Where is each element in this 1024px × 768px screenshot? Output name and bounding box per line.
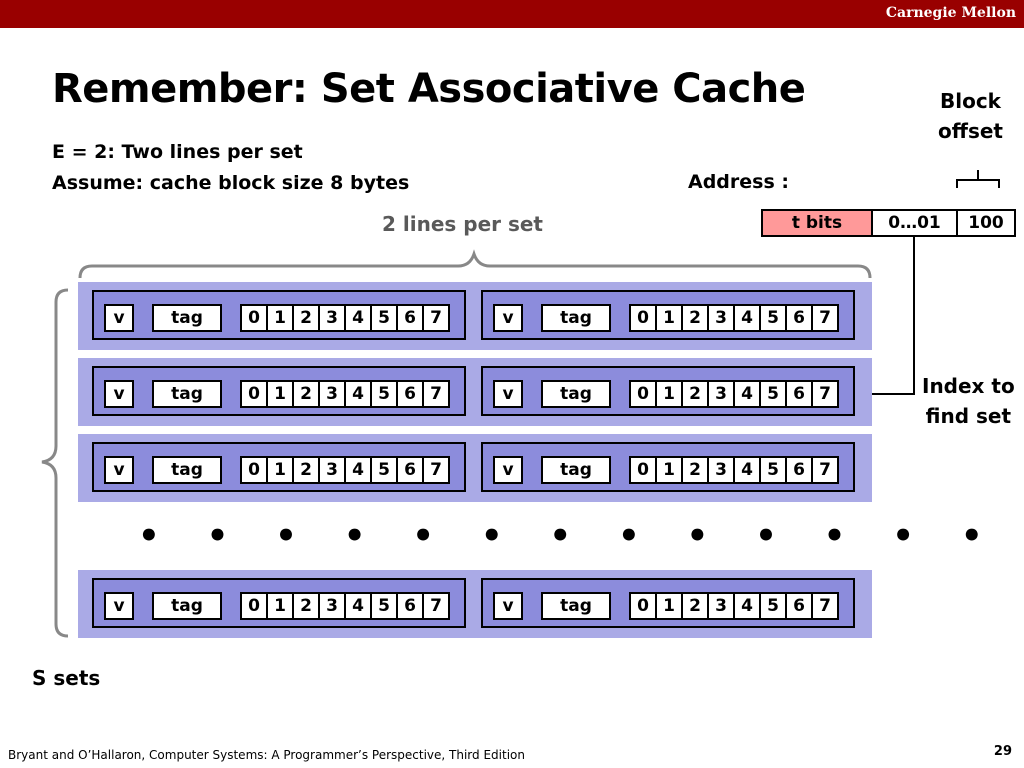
- lines-per-set-label: 2 lines per set: [382, 212, 543, 236]
- tag-cell: tag: [152, 592, 222, 620]
- byte-cell: 6: [785, 592, 813, 620]
- byte-cell: 0: [629, 456, 657, 484]
- byte-cell: 4: [733, 380, 761, 408]
- block-offset-label: Block offset: [938, 86, 1003, 146]
- ellipsis-dots: • • • • • • • • • • • • • • • • • • • • …: [138, 516, 1024, 556]
- byte-cell: 0: [629, 380, 657, 408]
- byte-cell: 7: [422, 456, 450, 484]
- valid-bit-cell: v: [493, 304, 523, 332]
- byte-cell: 5: [370, 592, 398, 620]
- s-sets-brace: [41, 288, 69, 638]
- valid-bit-cell: v: [493, 380, 523, 408]
- subtitle-block-size: Assume: cache block size 8 bytes: [52, 172, 410, 194]
- valid-bit-cell: v: [104, 380, 134, 408]
- byte-cell: 6: [785, 456, 813, 484]
- address-offset-field: 100: [956, 209, 1016, 237]
- byte-cell: 2: [292, 304, 320, 332]
- byte-cell: 7: [422, 380, 450, 408]
- tag-cell: tag: [541, 592, 611, 620]
- brand-label: Carnegie Mellon: [885, 5, 1016, 21]
- byte-cell: 3: [707, 456, 735, 484]
- tag-cell: tag: [541, 380, 611, 408]
- byte-cell: 7: [811, 304, 839, 332]
- header-bar: Carnegie Mellon: [0, 0, 1024, 28]
- byte-cell: 2: [681, 380, 709, 408]
- byte-cell: 5: [370, 380, 398, 408]
- byte-cell: 7: [811, 456, 839, 484]
- subtitle-lines-per-set: E = 2: Two lines per set: [52, 141, 303, 163]
- byte-cell: 5: [759, 592, 787, 620]
- byte-cell: 3: [318, 380, 346, 408]
- tag-cell: tag: [541, 456, 611, 484]
- byte-cell: 5: [759, 380, 787, 408]
- byte-cell: 2: [292, 380, 320, 408]
- byte-cell: 4: [733, 456, 761, 484]
- valid-bit-cell: v: [493, 592, 523, 620]
- valid-bit-cell: v: [104, 456, 134, 484]
- tag-cell: tag: [152, 380, 222, 408]
- block-offset-line-1: Block: [939, 89, 1001, 113]
- byte-cell: 1: [266, 592, 294, 620]
- byte-cell: 1: [655, 304, 683, 332]
- byte-cell: 3: [707, 592, 735, 620]
- byte-cell: 5: [370, 456, 398, 484]
- valid-bit-cell: v: [104, 592, 134, 620]
- address-index-field: 0…01: [871, 209, 958, 237]
- valid-bit-cell: v: [104, 304, 134, 332]
- tag-cell: tag: [152, 456, 222, 484]
- slide-title: Remember: Set Associative Cache: [52, 66, 806, 112]
- byte-cell: 6: [785, 380, 813, 408]
- block-offset-line-2: offset: [938, 119, 1003, 143]
- block-offset-bracket: [956, 170, 1000, 188]
- index-label-line-2: find set: [925, 404, 1012, 428]
- byte-cell: 1: [266, 304, 294, 332]
- byte-cell: 1: [655, 380, 683, 408]
- address-label: Address :: [688, 171, 789, 193]
- byte-cell: 7: [422, 304, 450, 332]
- valid-bit-cell: v: [493, 456, 523, 484]
- index-label-line-1: Index to: [922, 374, 1015, 398]
- byte-cell: 7: [811, 380, 839, 408]
- byte-cell: 4: [344, 592, 372, 620]
- footer-citation: Bryant and O’Hallaron, Computer Systems:…: [8, 748, 525, 762]
- byte-cell: 0: [629, 592, 657, 620]
- byte-cell: 2: [681, 456, 709, 484]
- byte-cell: 7: [811, 592, 839, 620]
- lines-per-set-brace: [78, 249, 872, 279]
- index-label: Index to find set: [922, 371, 1015, 431]
- index-connector: [872, 237, 915, 395]
- s-sets-label: S sets: [32, 666, 101, 690]
- byte-cell: 0: [240, 456, 268, 484]
- tag-cell: tag: [152, 304, 222, 332]
- tag-cell: tag: [541, 304, 611, 332]
- page-number: 29: [993, 744, 1012, 759]
- byte-cell: 3: [707, 380, 735, 408]
- byte-cell: 7: [422, 592, 450, 620]
- address-tag-field: t bits: [761, 209, 873, 237]
